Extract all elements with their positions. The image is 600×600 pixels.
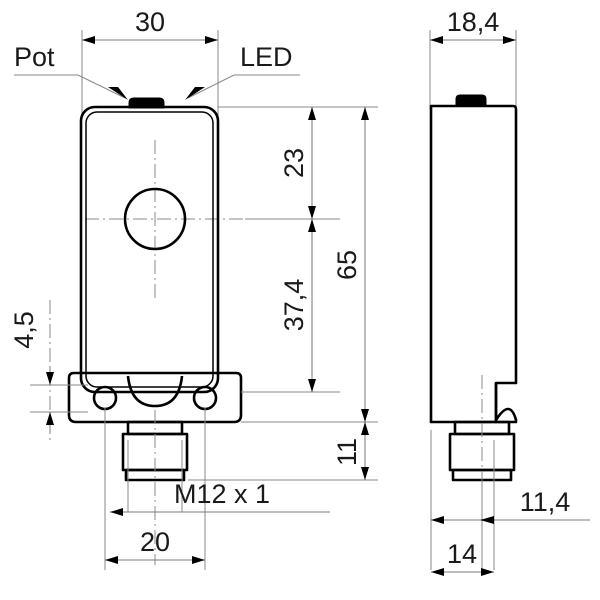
callout-arrow-led [185,87,205,100]
dim-value-side-offset-right: 11,4 [520,487,571,517]
pot-bump-side [455,94,487,106]
body-inner-outline-front [85,111,214,388]
v-notch [126,375,184,408]
callout-leader-led [187,74,235,99]
callout-arrow-pot [108,87,128,100]
front-view-dimensions: 30 Pot LED 23 37,4 65 11 [9,7,378,570]
dim-value-height-to-axis: 23 [279,148,309,178]
dim-value-side-offset-connector: 14 [447,539,477,569]
body-outline-front [79,105,220,394]
dim-value-flange-thickness: 4,5 [9,311,39,349]
dim-value-thread: M12 x 1 [174,479,270,509]
body-outline-side [429,104,518,424]
mounting-hole-left [92,385,118,411]
dim-value-connector-length: 11 [332,438,362,466]
callout-label-pot: Pot [14,42,55,72]
dim-value-axis-to-flange: 37,4 [279,279,309,332]
side-view [429,30,518,500]
dim-value-hole-spacing: 20 [140,527,170,557]
dim-value-body-height: 65 [332,250,362,280]
lens-circle [123,187,187,251]
pot-bump [128,97,165,109]
dim-value-side-width: 18,4 [447,7,500,37]
dim-arrow-side-offset-right [480,516,494,524]
side-view-dimensions: 18,4 11,4 14 [430,7,590,576]
dim-value-front-width: 30 [135,7,165,37]
callout-label-led: LED [240,42,293,72]
mounting-flange [67,371,243,424]
mounting-hole-right [192,385,218,411]
callout-leader-pot [77,74,126,99]
